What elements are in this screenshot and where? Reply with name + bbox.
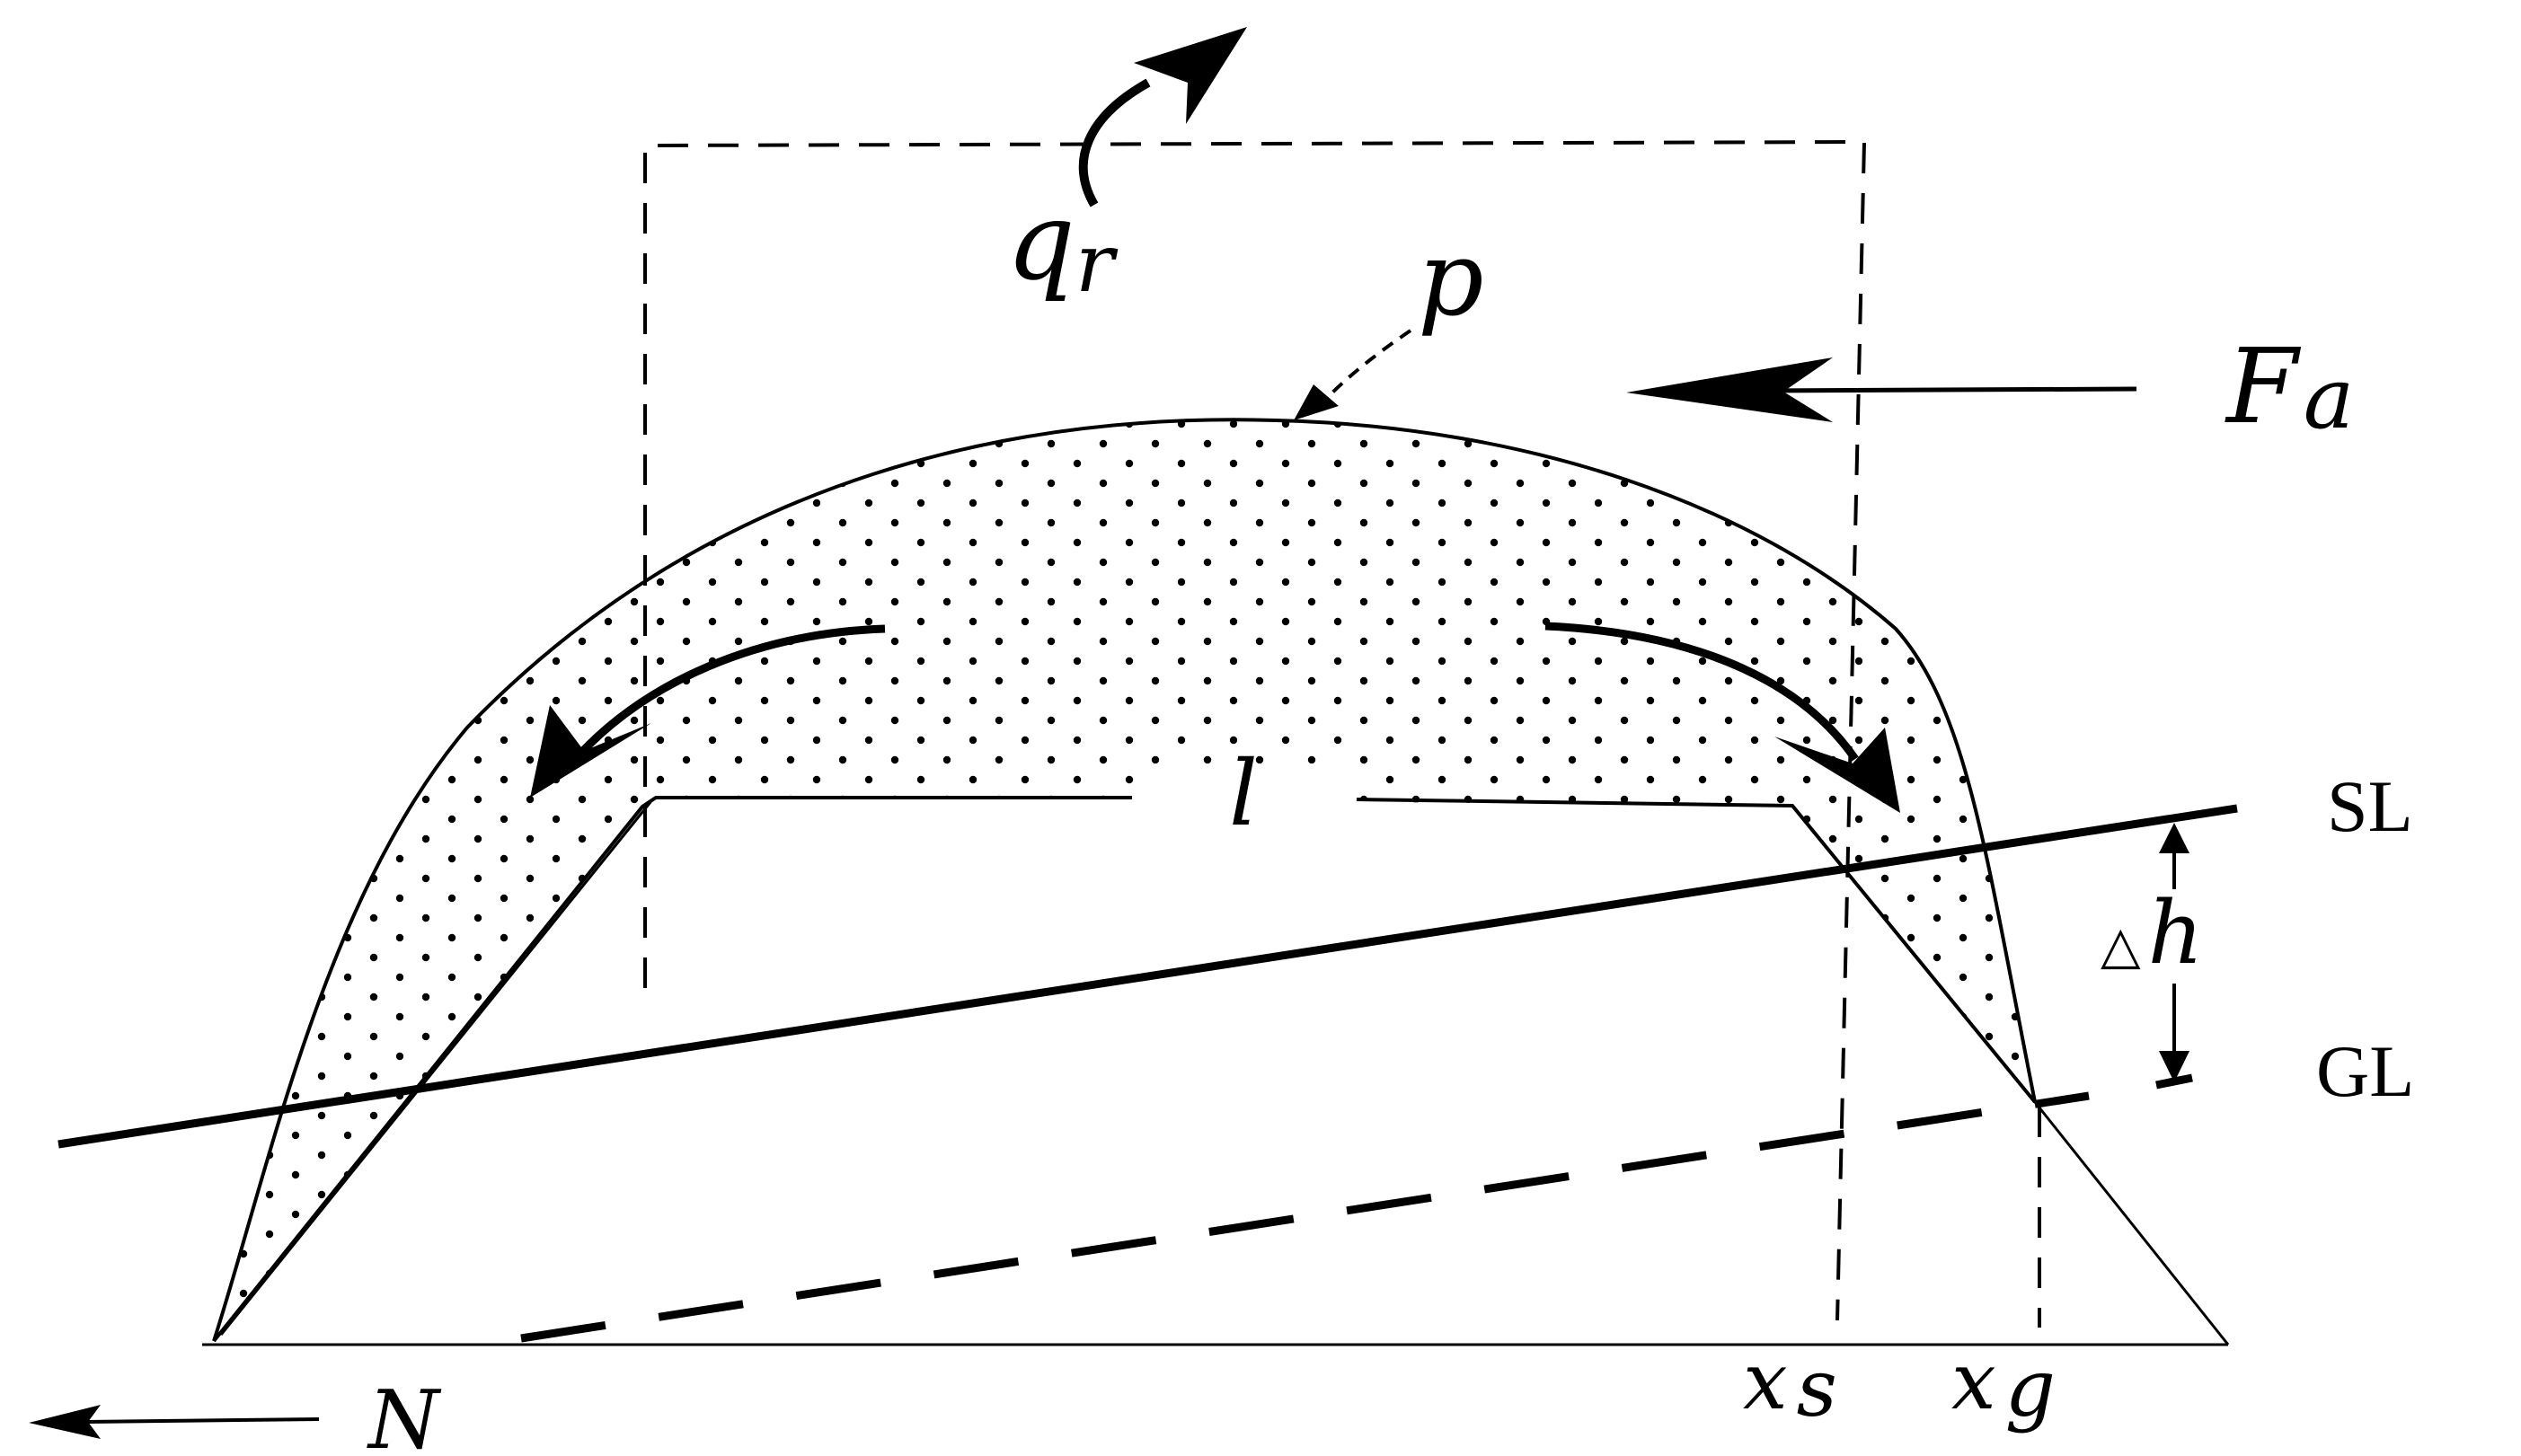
north-arrow: [29, 1405, 320, 1439]
pressure-pointer-arrow: [1294, 329, 1412, 420]
left-flow-arrow: [530, 624, 886, 798]
bed-profile-left-inner: [219, 801, 652, 1336]
qr-label: qr: [1006, 180, 1119, 311]
force-arrow: [1626, 357, 2137, 422]
gl-label: GL: [2316, 1030, 2414, 1112]
north-label: N: [367, 1373, 442, 1456]
bed-profile-right: [1356, 798, 2037, 1104]
ice-surface-outline: [212, 418, 2037, 1342]
sl-label: SL: [2327, 765, 2413, 847]
ground-right-slope: [2033, 1101, 2230, 1346]
sea-level-line: [57, 804, 2238, 1149]
p-label: p: [1418, 219, 1484, 340]
delta-h-dimension: [2159, 823, 2189, 1082]
heat-flux-arrow: [1078, 27, 1247, 207]
grounding-line-dashed: [520, 1091, 2090, 1343]
delta-h-label: △h: [2101, 883, 2203, 984]
fa-label: Fa: [2225, 327, 2354, 448]
right-flow-arrow: [1544, 622, 1900, 813]
length-label: l: [1229, 741, 1258, 846]
control-volume-box: [643, 139, 1867, 1321]
length-label-background: [1137, 763, 1357, 858]
